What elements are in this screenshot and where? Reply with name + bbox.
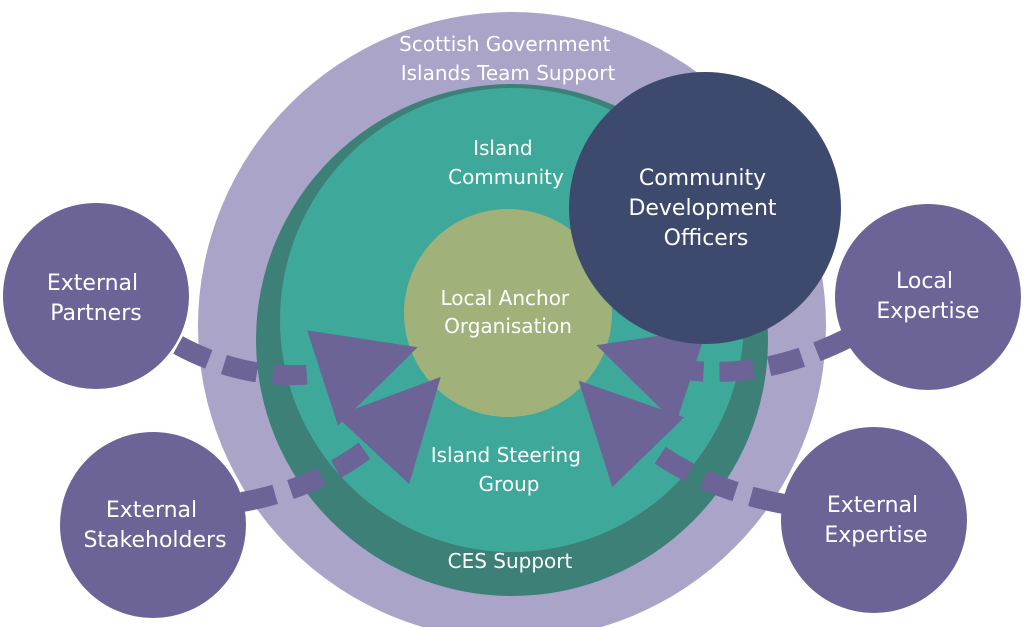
local-expertise-line1: Local [896,269,953,294]
external-partners-line2: Partners [50,301,141,326]
arrow-external-stakeholders [240,376,441,512]
arrow-external-expertise [578,380,786,514]
island-community-line2: Community [448,165,564,189]
external-stakeholders-line1: External [106,498,197,523]
external-expertise-line2: Expertise [824,523,927,548]
external-partners-line1: External [47,271,138,296]
arrows [173,328,853,514]
cdo-label: Community Development Officers [628,166,783,251]
scottish-government-line1: Scottish Government [399,32,611,56]
arrow-external-partners [173,330,418,426]
cdo-line1: Community [639,166,766,191]
local-anchor-circle [404,209,612,417]
external-stakeholders-label: External Stakeholders [83,498,226,553]
ces-support-label: CES Support [448,549,573,573]
cdo-line3: Officers [664,226,749,251]
local-expertise-line2: Expertise [876,299,979,324]
local-anchor-line2: Organisation [444,314,572,338]
local-expertise-circle [835,204,1021,390]
island-steering-line2: Group [479,472,540,496]
island-community-label: Island Community [448,136,564,189]
island-community-line1: Island [473,136,533,160]
local-anchor-label: Local Anchor Organisation [440,286,575,338]
arrow-local-expertise [596,328,853,424]
scottish-government-label: Scottish Government Islands Team Support [399,32,617,85]
external-stakeholders-line2: Stakeholders [83,528,226,553]
community-development-officers-circle [569,72,841,344]
external-stakeholders-circle [60,432,246,618]
cdo-line2: Development [628,196,776,221]
external-expertise-circle [781,427,967,613]
local-anchor-line1: Local Anchor [440,286,569,310]
scottish-government-line2: Islands Team Support [401,61,616,85]
island-steering-label: Island Steering Group [431,443,588,496]
external-expertise-line1: External [827,493,918,518]
external-partners-label: External Partners [47,271,145,326]
local-expertise-label: Local Expertise [876,269,979,324]
external-expertise-label: External Expertise [824,493,927,548]
external-partners-circle [3,203,189,389]
island-steering-line1: Island Steering [431,443,581,467]
